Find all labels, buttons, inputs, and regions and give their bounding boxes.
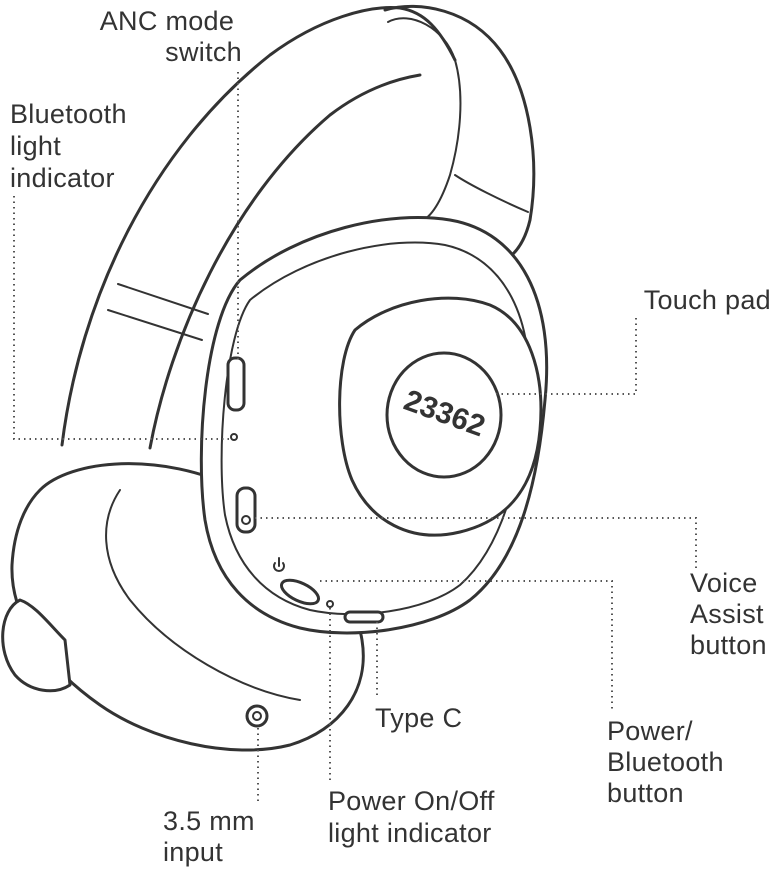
label-audio-line2: input bbox=[163, 837, 223, 867]
leader-power-bluetooth bbox=[320, 580, 613, 712]
label-anc-mode-switch: ANC mode switch bbox=[100, 6, 242, 67]
label-bt-line3: indicator bbox=[10, 163, 115, 193]
label-bluetooth-light-indicator: Bluetooth light indicator bbox=[10, 99, 135, 193]
label-power-light-indicator: Power On/Off light indicator bbox=[328, 786, 502, 848]
leader-touch-pad bbox=[494, 318, 637, 395]
ear-cup-rim bbox=[220, 241, 530, 616]
label-type-c-line1: Type C bbox=[375, 703, 462, 733]
headband-inner bbox=[148, 73, 422, 450]
headband-outer bbox=[60, 6, 457, 447]
bluetooth-light-indicator bbox=[230, 433, 238, 441]
label-anc-line1: ANC mode bbox=[100, 6, 234, 36]
label-anc-line2: switch bbox=[165, 37, 242, 67]
type-c-port[interactable] bbox=[343, 610, 385, 624]
label-touch-pad-line1: Touch pad bbox=[644, 285, 771, 315]
leader-voice-assist bbox=[255, 517, 697, 568]
anc-mode-switch[interactable] bbox=[226, 356, 246, 412]
yoke-join bbox=[454, 174, 529, 213]
audio-jack-hole bbox=[252, 711, 262, 721]
rear-cushion bbox=[1, 598, 72, 693]
power-light-indicator bbox=[326, 600, 334, 608]
yoke-inner-line bbox=[387, 17, 462, 223]
label-power-bt-line2: Bluetooth bbox=[607, 747, 724, 777]
label-bt-line1: Bluetooth bbox=[10, 99, 127, 129]
label-power-light-line2: light indicator bbox=[328, 818, 492, 848]
label-power-bluetooth-button: Power/ Bluetooth button bbox=[607, 716, 732, 808]
label-power-light-line1: Power On/Off bbox=[328, 786, 495, 816]
label-type-c: Type C bbox=[375, 703, 462, 733]
touch-pad-panel bbox=[338, 296, 543, 537]
label-bt-line2: light bbox=[10, 131, 61, 161]
label-audio-line1: 3.5 mm bbox=[163, 806, 255, 836]
leader-lines bbox=[13, 72, 697, 804]
label-touch-pad: Touch pad bbox=[644, 285, 771, 315]
label-voice-line2: Assist bbox=[690, 599, 764, 629]
headphones-illustration: 23362 bbox=[1, 4, 549, 752]
headband-seam-2 bbox=[107, 309, 203, 341]
mic-dot bbox=[241, 515, 251, 525]
label-voice-assist-button: Voice Assist button bbox=[690, 568, 772, 660]
leader-bluetooth bbox=[13, 196, 230, 440]
label-power-bt-line1: Power/ bbox=[607, 716, 693, 746]
voice-assist-button[interactable] bbox=[235, 486, 257, 534]
logo-circle bbox=[385, 351, 503, 479]
label-audio-input: 3.5 mm input bbox=[163, 806, 263, 867]
power-bluetooth-button[interactable] bbox=[278, 575, 322, 608]
headband-seam-1 bbox=[117, 283, 209, 315]
label-power-bt-line3: button bbox=[607, 778, 684, 808]
audio-jack-port[interactable] bbox=[245, 704, 269, 728]
ear-cushion-inner-curve bbox=[105, 489, 301, 701]
label-voice-line3: button bbox=[690, 630, 767, 660]
label-voice-line1: Voice bbox=[690, 568, 758, 598]
power-icon bbox=[273, 557, 285, 572]
